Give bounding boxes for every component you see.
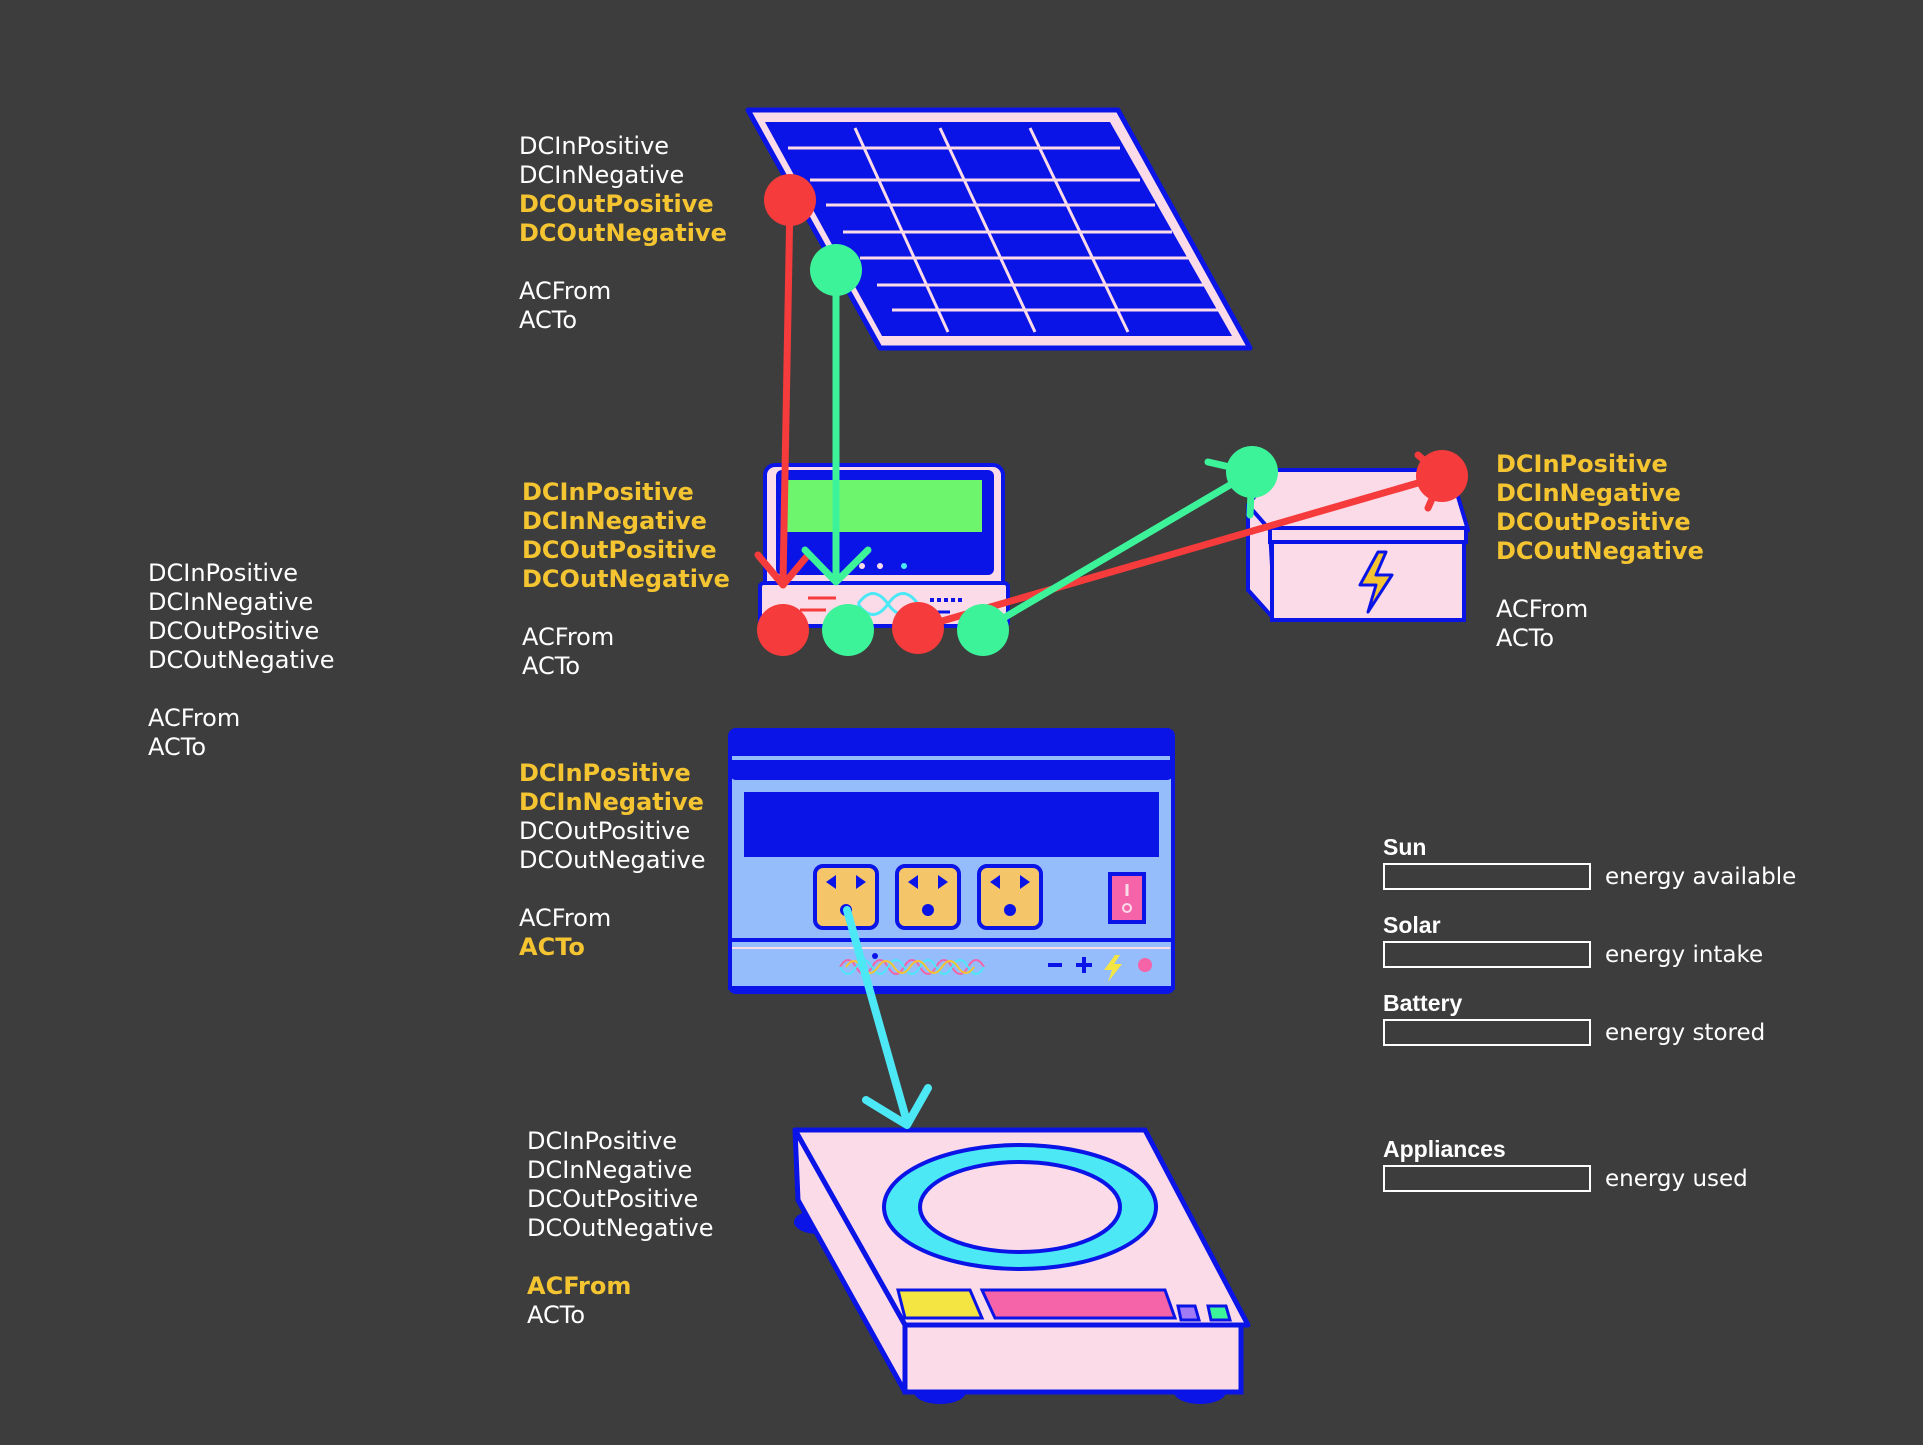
port-label[interactable]: DCInNegative bbox=[1496, 479, 1681, 507]
port-label[interactable]: DCInPositive bbox=[519, 759, 691, 787]
metric-solar-label: Solar bbox=[1383, 912, 1441, 938]
port-label[interactable]: ACFrom bbox=[1496, 595, 1589, 623]
port-label[interactable]: DCInNegative bbox=[527, 1156, 693, 1184]
port-label[interactable]: ACFrom bbox=[522, 623, 615, 651]
port-label[interactable]: DCInPositive bbox=[522, 478, 694, 506]
appliances-energy-meter bbox=[1383, 1165, 1591, 1192]
port-group-spacer bbox=[527, 1243, 713, 1272]
port-label[interactable]: ACFrom bbox=[519, 277, 612, 305]
solar-energy-meter bbox=[1383, 941, 1591, 968]
battery-energy-meter bbox=[1383, 1019, 1591, 1046]
port-label[interactable]: ACTo bbox=[148, 733, 207, 761]
port-label[interactable]: DCOutPositive bbox=[148, 617, 320, 645]
wire-battery-negative[interactable] bbox=[957, 446, 1278, 656]
port-label[interactable]: DCInNegative bbox=[522, 507, 707, 535]
port-label[interactable]: DCOutNegative bbox=[1496, 537, 1704, 565]
port-label[interactable]: ACFrom bbox=[519, 904, 612, 932]
port-group-spacer bbox=[1496, 566, 1704, 595]
induction-cooker[interactable] bbox=[792, 1127, 1251, 1404]
port-label[interactable]: ACFrom bbox=[148, 704, 241, 732]
port-label[interactable]: DCInPositive bbox=[527, 1127, 678, 1155]
port-label[interactable]: DCOutNegative bbox=[519, 846, 706, 874]
inverter[interactable] bbox=[728, 728, 1175, 994]
port-group-spacer bbox=[519, 875, 705, 904]
port-group-spacer bbox=[519, 248, 727, 277]
port-label[interactable]: DCOutNegative bbox=[519, 219, 727, 247]
port-label[interactable]: DCInNegative bbox=[148, 588, 314, 616]
wire-solar-negative[interactable] bbox=[801, 244, 872, 586]
inverter-socket-1[interactable] bbox=[813, 864, 879, 930]
port-label[interactable]: DCOutPositive bbox=[527, 1185, 699, 1213]
port-label[interactable]: ACFrom bbox=[527, 1272, 632, 1300]
metric-sun-caption: energy available bbox=[1605, 863, 1797, 890]
port-label[interactable]: DCOutPositive bbox=[519, 817, 691, 845]
solar-panel[interactable] bbox=[745, 107, 1253, 351]
wire-battery-positive[interactable] bbox=[892, 450, 1468, 654]
metric-sun-label: Sun bbox=[1383, 834, 1427, 860]
inverter-socket-2[interactable] bbox=[895, 864, 961, 930]
port-label[interactable]: DCOutPositive bbox=[522, 536, 717, 564]
port-label[interactable]: DCInPositive bbox=[148, 559, 299, 587]
port-label[interactable]: DCOutPositive bbox=[1496, 508, 1691, 536]
port-label[interactable]: DCInPositive bbox=[1496, 450, 1668, 478]
metric-battery-caption: energy stored bbox=[1605, 1019, 1766, 1046]
port-label[interactable]: DCOutNegative bbox=[148, 646, 335, 674]
metric-appliances-label: Appliances bbox=[1383, 1136, 1506, 1162]
port-label[interactable]: DCInNegative bbox=[519, 788, 704, 816]
metric-battery: Battery energy stored bbox=[1383, 989, 1765, 1046]
port-label[interactable]: DCInNegative bbox=[519, 161, 685, 189]
port-label[interactable]: ACTo bbox=[527, 1301, 586, 1329]
port-label[interactable]: ACTo bbox=[519, 933, 585, 961]
port-group-spacer bbox=[148, 675, 334, 704]
charge-controller[interactable] bbox=[758, 463, 1010, 628]
port-label[interactable]: DCOutNegative bbox=[522, 565, 730, 593]
port-label[interactable]: ACTo bbox=[519, 306, 578, 334]
port-group-spacer bbox=[522, 594, 730, 623]
controller-terminals[interactable] bbox=[757, 604, 874, 656]
port-label[interactable]: ACTo bbox=[1496, 624, 1555, 652]
port-label[interactable]: DCOutNegative bbox=[527, 1214, 714, 1242]
inverter-socket-3[interactable] bbox=[977, 864, 1043, 930]
metric-solar: Solar energy intake bbox=[1383, 911, 1763, 968]
metric-appliances: Appliances energy used bbox=[1383, 1135, 1748, 1192]
port-label[interactable]: ACTo bbox=[522, 652, 581, 680]
port-label[interactable]: DCOutPositive bbox=[519, 190, 714, 218]
metric-solar-caption: energy intake bbox=[1605, 941, 1764, 968]
sun-energy-meter bbox=[1383, 863, 1591, 890]
metric-sun: Sun energy available bbox=[1383, 833, 1796, 890]
metric-appliances-caption: energy used bbox=[1605, 1165, 1748, 1192]
port-label[interactable]: DCInPositive bbox=[519, 132, 670, 160]
metric-battery-label: Battery bbox=[1383, 990, 1463, 1016]
wire-solar-positive[interactable] bbox=[754, 174, 816, 589]
wire-ac-inverter-to-cooker[interactable] bbox=[843, 906, 932, 1129]
